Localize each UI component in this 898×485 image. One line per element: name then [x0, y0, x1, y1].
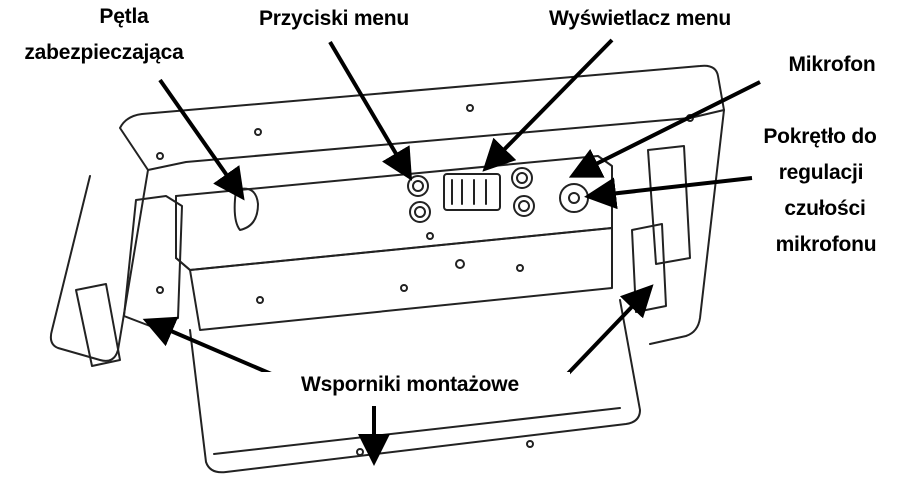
label-menu-buttons: Przyciski menu: [258, 7, 410, 30]
arrow-microphone: [568, 80, 761, 178]
lower-tray-inner: [213, 407, 621, 455]
rear-frame: [119, 64, 725, 171]
rear-frame-edge: [49, 169, 149, 362]
menu-button-1: [407, 175, 429, 197]
lower-tray: [189, 299, 641, 474]
bracket-left-foot: [75, 283, 121, 367]
label-mounting-brackets: Wsporniki montażowe: [250, 372, 570, 398]
menu-button-3: [511, 167, 533, 189]
arrow-bracket-right: [556, 284, 654, 386]
menu-button-2: [409, 201, 431, 223]
housing-top: [175, 155, 613, 271]
arrow-mic-knob: [584, 176, 753, 210]
menu-button-4: [513, 195, 535, 217]
label-mic-knob-line4: mikrofonu: [775, 233, 877, 256]
label-microphone: Mikrofon: [788, 53, 876, 76]
arrow-menu-buttons: [328, 40, 413, 181]
right-frame: [649, 109, 725, 345]
label-mic-knob-line3: czułości: [784, 197, 866, 220]
label-safety-loop-line1: Pętla: [99, 5, 149, 28]
arrow-safety-loop: [158, 78, 245, 201]
label-safety-loop-line2: zabezpieczająca: [24, 41, 184, 64]
label-mic-knob-line2: regulacji: [778, 161, 864, 184]
arrow-menu-display: [482, 38, 614, 172]
menu-display-shape: [443, 173, 501, 211]
housing-bottom: [189, 227, 613, 331]
housing-face: [175, 227, 613, 271]
mic-knob-shape: [559, 183, 589, 213]
bracket-right: [647, 145, 691, 265]
safety-loop: [233, 187, 259, 231]
label-mic-knob-line1: Pokrętło do: [763, 125, 877, 148]
label-menu-display: Wyświetlacz menu: [549, 7, 731, 30]
